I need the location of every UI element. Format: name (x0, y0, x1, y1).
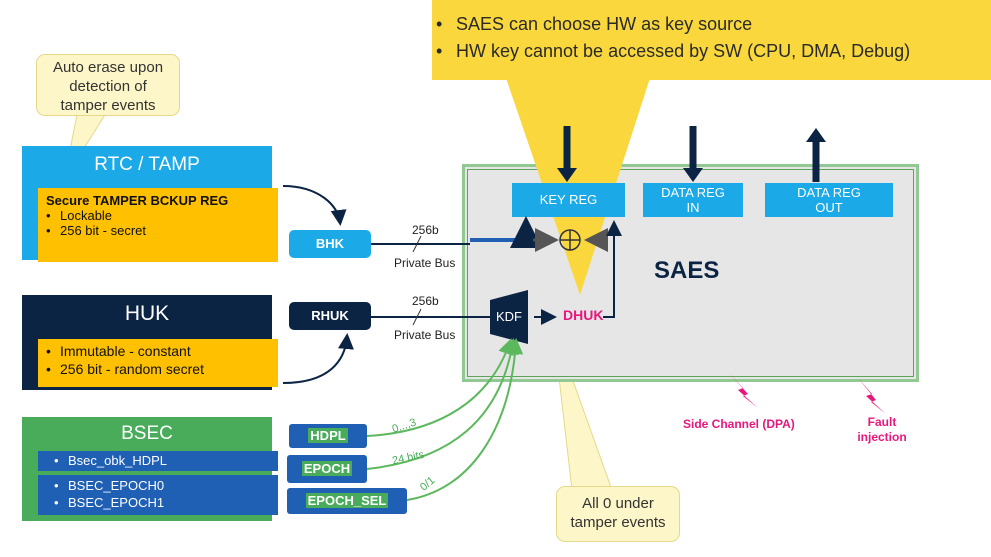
epoch-sel-pill: EPOCH_SEL (287, 488, 407, 514)
bsec-item-1: Bsec_obk_HDPL (54, 453, 167, 468)
tamper-reg-title: Secure TAMPER BCKUP REG (46, 193, 229, 208)
data-reg-out-line-1: DATA REG (797, 185, 861, 200)
huk-title: HUK (124, 302, 170, 325)
rhuk-bus-slash (412, 308, 422, 326)
tamper-reg-item-1: Lockable (46, 208, 270, 223)
key-reg-in-head (557, 168, 577, 182)
top-callout: SAES can choose HW as key source HW key … (432, 0, 991, 80)
bsec-item-2: BSEC_EPOCH0 (54, 477, 278, 494)
data-reg-out-line-2: OUT (815, 200, 843, 215)
auto-erase-line-3: tamper events (60, 97, 156, 114)
rhuk-bus-width: 256b (412, 294, 439, 308)
hdpl-pill: HDPL (289, 424, 367, 448)
auto-erase-line-2: detection of (69, 78, 147, 95)
bhk-pill: BHK (289, 230, 371, 258)
tamper-reg-item-2: 256 bit - secret (46, 223, 270, 238)
saes-title: SAES (654, 257, 720, 284)
rtc-to-bhk-arrow (282, 185, 347, 226)
huk-details: Immutable - constant 256 bit - random se… (38, 339, 278, 387)
data-reg-in: DATA REG IN (643, 183, 743, 217)
huk-to-rhuk-arrow (282, 333, 354, 384)
side-channel-bolt (728, 372, 758, 408)
tamper-bckup-reg: Secure TAMPER BCKUP REG Lockable 256 bit… (38, 188, 278, 262)
kdf-label: KDF (496, 309, 522, 324)
fault-bolt (858, 378, 886, 414)
data-reg-in-line-2: IN (686, 200, 700, 215)
huk-item-1: Immutable - constant (46, 342, 270, 360)
bsec-row-epoch: BSEC_EPOCH0 BSEC_EPOCH1 (38, 475, 278, 515)
hdpl-label: HDPL (308, 428, 348, 443)
bhk-bus-slash (412, 235, 422, 253)
bhk-bus-line-2 (470, 216, 542, 248)
auto-erase-line-1: Auto erase upon (52, 59, 164, 76)
epoch-sel-label: EPOCH_SEL (305, 493, 389, 508)
auto-erase-callout: Auto erase upon detection of tamper even… (36, 54, 180, 116)
fault-line-2: injection (857, 430, 907, 444)
tamper-callout-line-2: tamper events (570, 514, 666, 531)
huk-block: HUK Immutable - constant 256 bit - rando… (22, 295, 278, 390)
epoch-label: EPOCH (301, 461, 353, 476)
tamper-events-callout: All 0 under tamper events (556, 486, 680, 542)
top-callout-bullet-2: HW key cannot be accessed by SW (CPU, DM… (436, 41, 910, 62)
tamper-callout-line-1: All 0 under (582, 495, 654, 512)
rtc-title: RTC / TAMP (94, 154, 200, 175)
bhk-bus-width: 256b (412, 223, 439, 237)
epoch-to-kdf-line (366, 338, 519, 470)
kdf-block (490, 290, 528, 344)
bsec-row-hdpl: Bsec_obk_HDPL (38, 451, 278, 471)
bsec-title: BSEC (121, 423, 173, 444)
top-callout-bullet-1: SAES can choose HW as key source (436, 14, 752, 35)
dhuk-to-keyreg-line (603, 220, 622, 318)
side-channel-label: Side Channel (DPA) (683, 417, 795, 431)
data-in-head (683, 168, 703, 182)
huk-item-2: 256 bit - random secret (46, 360, 270, 378)
bhk-bus-label: Private Bus (394, 256, 456, 270)
epoch-sel-to-kdf-line (406, 338, 524, 501)
hdpl-to-kdf-line (366, 338, 514, 437)
data-out-head (806, 128, 826, 142)
rhuk-bus-label: Private Bus (394, 328, 456, 342)
rtc-tamp-block: RTC / TAMP Secure TAMPER BCKUP REG Locka… (22, 146, 278, 262)
data-reg-in-line-1: DATA REG (661, 185, 725, 200)
dhuk-label: DHUK (563, 307, 604, 323)
rhuk-pill: RHUK (289, 302, 371, 330)
bsec-block: BSEC Bsec_obk_HDPL BSEC_EPOCH0 BSEC_EPOC… (22, 417, 278, 521)
bsec-item-3: BSEC_EPOCH1 (54, 494, 278, 511)
fault-line-1: Fault (867, 415, 897, 429)
data-reg-out: DATA REG OUT (765, 183, 893, 217)
key-reg: KEY REG (512, 183, 625, 217)
epoch-pill: EPOCH (287, 455, 367, 483)
fault-injection-label: Fault injection (852, 415, 912, 445)
